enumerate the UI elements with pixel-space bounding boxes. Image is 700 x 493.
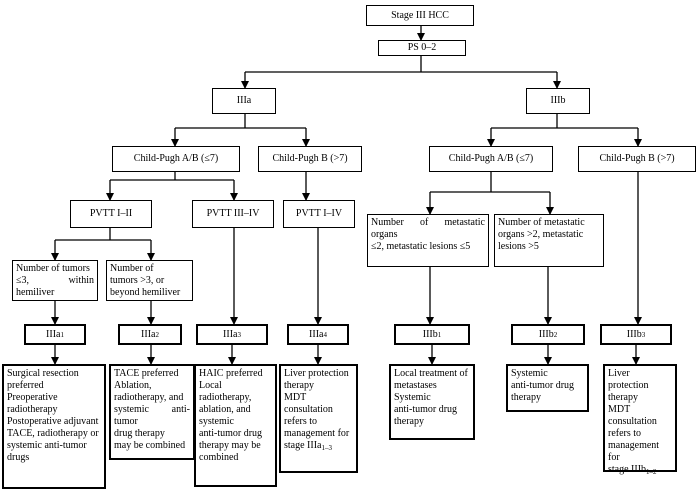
metastatic-gt2-node: Number of metastatic organs >2, metastat… [494, 214, 604, 267]
child-pugh-ab-IIIa-node: Child-Pugh A/B (≤7) [112, 146, 240, 172]
treatment-IIIa4-node: Liver protection therapy MDT consultatio… [279, 364, 358, 473]
stage-IIIa-node: IIIa [212, 88, 276, 114]
root-node: Stage III HCC [366, 5, 474, 26]
child-pugh-b-IIIb-node: Child-Pugh B (>7) [578, 146, 696, 172]
pvtt-iii-iv-node: PVTT III–IV [192, 200, 274, 228]
child-pugh-b-IIIa-node: Child-Pugh B (>7) [258, 146, 362, 172]
treatment-IIIb2-node: Systemic anti-tumor drug therapy [506, 364, 589, 412]
treatment-IIIa2-node: TACE preferred Ablation, radiotherapy, a… [109, 364, 195, 460]
treatment-IIIa1-node: Surgical resection preferred Preoperativ… [2, 364, 106, 489]
tumors-within-hemiliver-node: Number of tumors ≤3, within hemiliver [12, 260, 98, 301]
treatment-IIIa3-node: HAIC preferred Local radiotherapy, ablat… [194, 364, 277, 487]
metastatic-le2-node: Number of metastatic organs ≤2, metastat… [367, 214, 489, 267]
pvtt-i-ii-node: PVTT I–II [70, 200, 152, 228]
treatment-IIIb3-node: Liver protection therapy MDT consultatio… [603, 364, 677, 476]
stage-IIIb-node: IIIb [526, 88, 590, 114]
pvtt-i-iv-node: PVTT I–IV [283, 200, 355, 228]
ps-node: PS 0–2 [378, 40, 466, 56]
tumors-beyond-hemiliver-node: Number of tumors >3, or beyond hemiliver [106, 260, 193, 301]
child-pugh-ab-IIIb-node: Child-Pugh A/B (≤7) [429, 146, 553, 172]
treatment-IIIb1-node: Local treatment of metastases Systemic a… [389, 364, 475, 440]
